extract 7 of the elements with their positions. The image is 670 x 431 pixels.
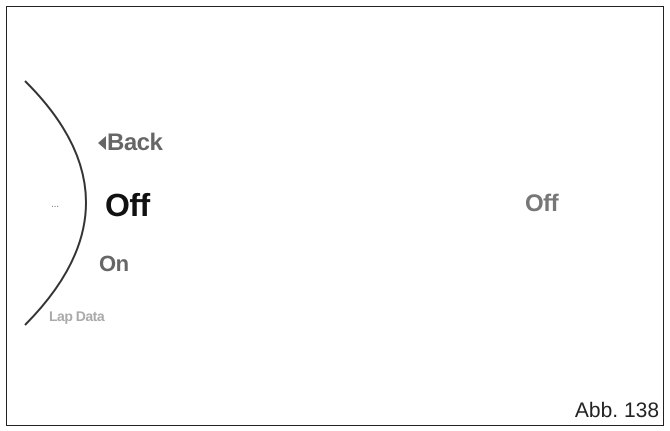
figure-caption: Abb. 138 xyxy=(574,400,659,421)
current-value: Off xyxy=(525,192,558,216)
selected-menu-item: Off xyxy=(105,189,150,221)
menu-title: Lap Data xyxy=(49,309,104,323)
menu-item: On xyxy=(99,253,129,275)
menu-item: Back xyxy=(107,131,162,155)
ellipsis-text: ... xyxy=(51,199,59,210)
